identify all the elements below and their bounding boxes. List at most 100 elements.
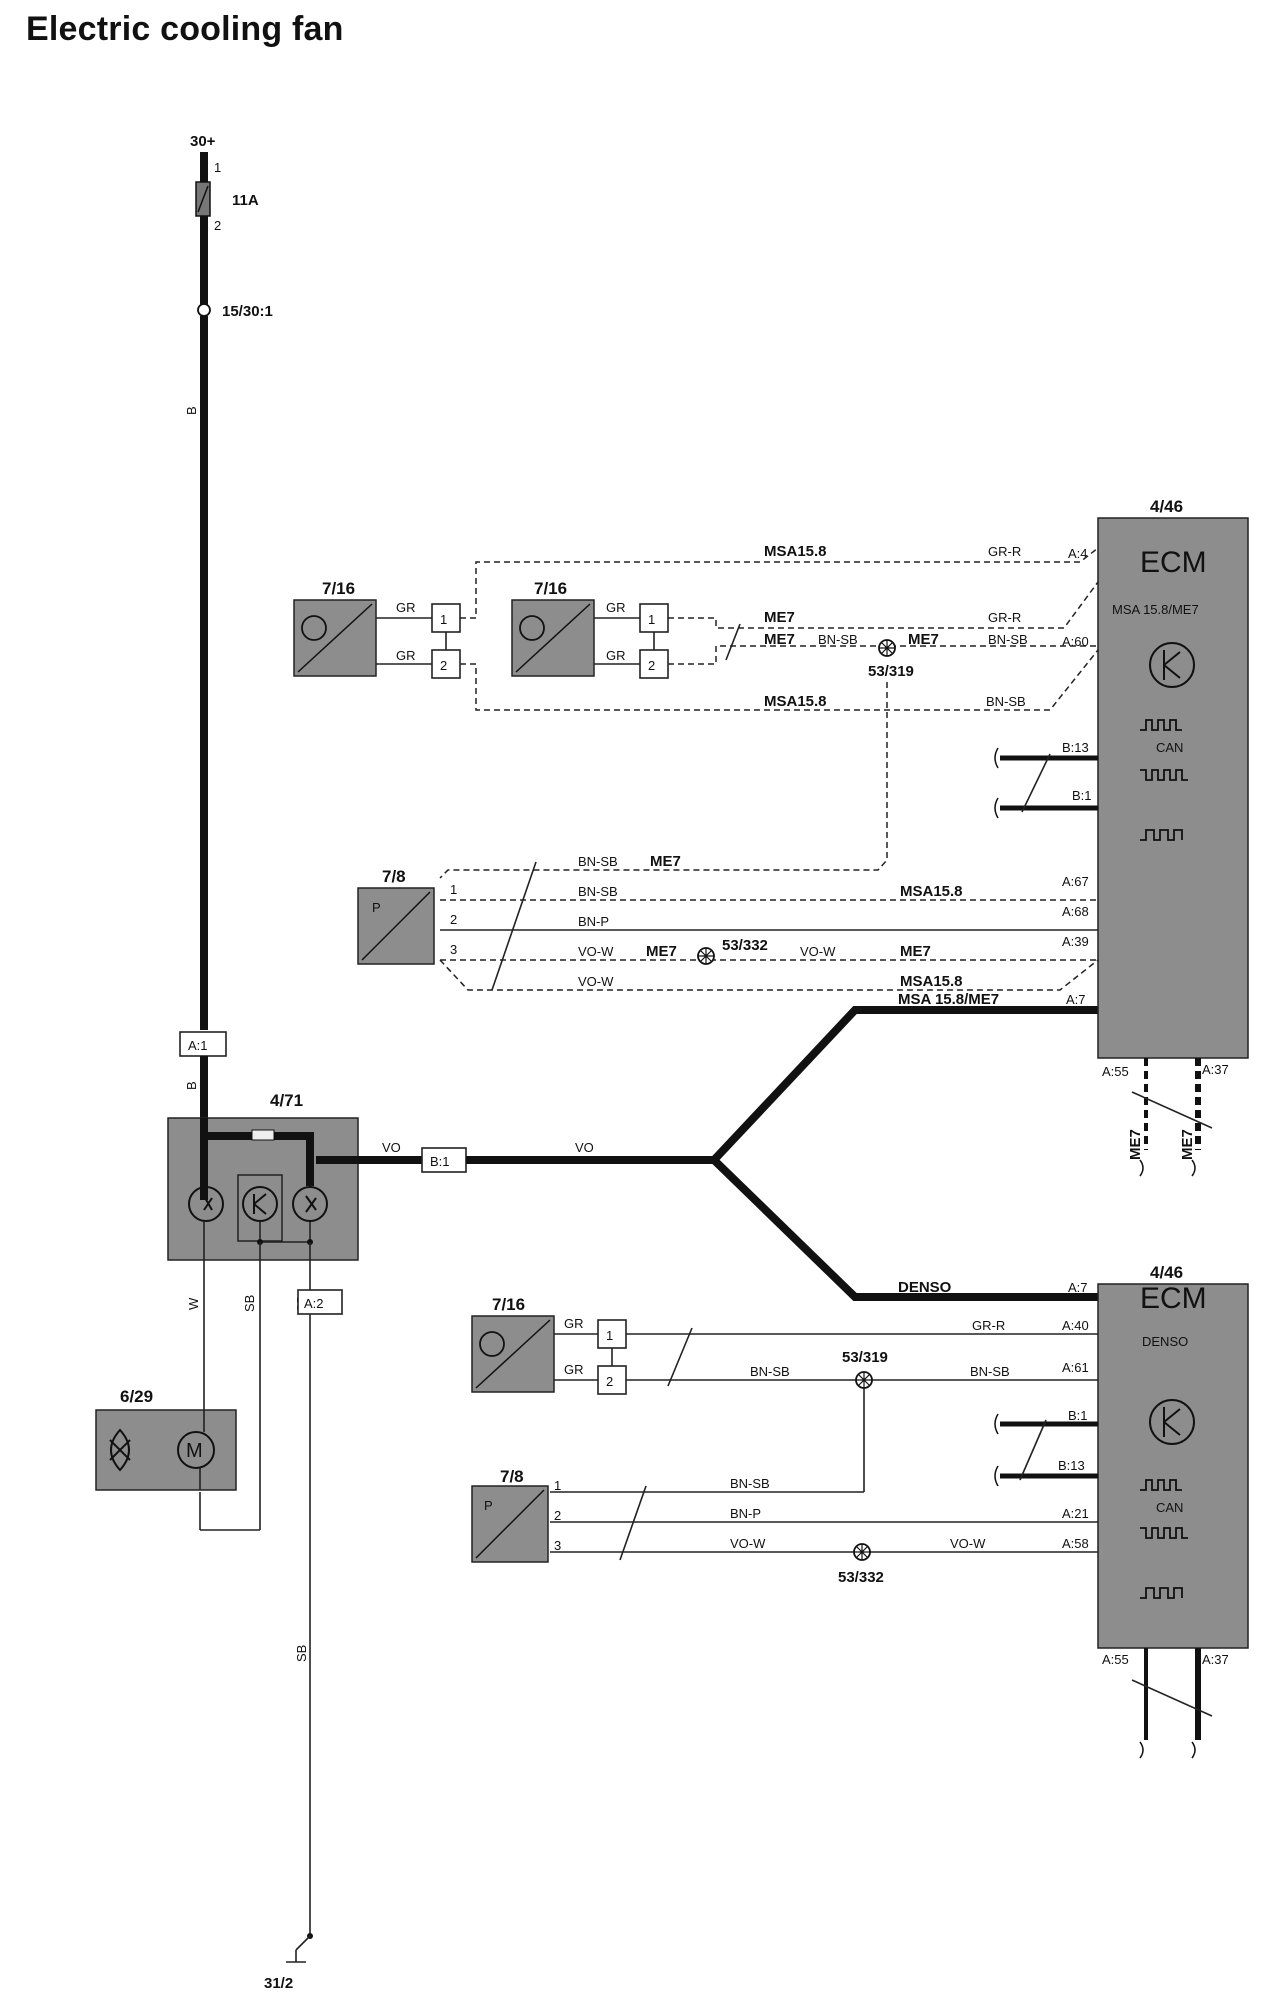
wire-vo2-label: VO bbox=[575, 1140, 594, 1155]
ecm-top-pin-0: A:4 bbox=[1068, 546, 1088, 561]
bottom-pressure-sensor: 7/8 P 1 2 3 BN-SB BN-P VO-W VO-W 53/332 bbox=[471, 1467, 1098, 1586]
top-p-vow-a: VO-W bbox=[578, 944, 614, 959]
motor-icon bbox=[177, 1431, 215, 1469]
ground-label: 31/2 bbox=[264, 1975, 293, 1992]
top-p-pin3: 3 bbox=[450, 942, 457, 957]
splice-15-30-label: 15/30:1 bbox=[222, 303, 273, 320]
ecm-bottom-variant: DENSO bbox=[1142, 1334, 1188, 1349]
connector-a1-label: A:1 bbox=[188, 1038, 208, 1053]
bottom-pressure-id: 7/8 bbox=[500, 1467, 524, 1486]
connector-a1 bbox=[179, 1031, 227, 1057]
top-p-msa-b: MSA15.8 bbox=[900, 973, 963, 990]
top-me7-c: ME7 bbox=[908, 631, 939, 648]
bottom-p-pin1: 1 bbox=[554, 1478, 561, 1493]
relay-label: 4/71 bbox=[270, 1091, 303, 1110]
ecm-top-pin-9: A:37 bbox=[1202, 1062, 1229, 1077]
transistor-3-icon bbox=[292, 1186, 328, 1222]
connector-a2 bbox=[297, 1289, 343, 1315]
bottom-p-splice: 53/332 bbox=[838, 1569, 884, 1586]
ecm-top-id: 4/46 bbox=[1150, 497, 1183, 516]
msa-me7-label: MSA 15.8/ME7 bbox=[898, 991, 999, 1008]
top-p-pin2: 2 bbox=[450, 912, 457, 927]
top-gr3: GR bbox=[606, 600, 626, 615]
top-temp-sensors: 7/16 GR GR 1 2 7/16 GR GR 1 2 MSA15.8 MS… bbox=[293, 543, 1099, 879]
ecm-top-processor-icon bbox=[1149, 642, 1195, 688]
bottom-pressure-p: P bbox=[484, 1498, 493, 1513]
top-grr-a: GR-R bbox=[988, 544, 1021, 559]
connector-a2-label: A:2 bbox=[304, 1296, 324, 1311]
top-pressure-id: 7/8 bbox=[382, 867, 406, 886]
bottom-pin2: 2 bbox=[606, 1374, 613, 1389]
vo-output: VO B:1 VO MSA 15.8/ME7 DENSO bbox=[358, 991, 1098, 1301]
power-feed: 30+ 1 2 11A 15/30:1 B A:1 B bbox=[179, 133, 273, 1118]
ecm-bottom-name: ECM bbox=[1140, 1282, 1207, 1315]
temp-sensor-icon bbox=[301, 615, 327, 641]
bottom-p-bnp: BN-P bbox=[730, 1506, 761, 1521]
bottom-p-vow-b: VO-W bbox=[950, 1536, 986, 1551]
diagram-title: Electric cooling fan bbox=[26, 10, 344, 48]
top-bnsb-b: BN-SB bbox=[988, 632, 1028, 647]
ecm-bottom: 4/46 ECM DENSO CAN A:7 A:40 A:61 B:1 B:1… bbox=[994, 1263, 1249, 1759]
ecm-top-pin-7: A:7 bbox=[1066, 992, 1086, 1007]
bottom-p-bnsb: BN-SB bbox=[730, 1476, 770, 1491]
connector-b1 bbox=[421, 1147, 467, 1173]
bottom-gr2: GR bbox=[564, 1362, 584, 1377]
ecm-top-pin-2: B:13 bbox=[1062, 740, 1089, 755]
connector-b1-label: B:1 bbox=[430, 1154, 450, 1169]
ecm-top-box bbox=[1097, 517, 1249, 1059]
supply-label: 30+ bbox=[190, 133, 216, 150]
ecm-bottom-pin-8: A:37 bbox=[1202, 1652, 1229, 1667]
top-pin4: 2 bbox=[648, 658, 655, 673]
top-p-splice: 53/332 bbox=[722, 937, 768, 954]
ecm-bottom-box bbox=[1097, 1283, 1249, 1649]
fan-control-module: 4/71 bbox=[167, 1091, 359, 1261]
wire-sb3-label: SB bbox=[294, 1645, 309, 1662]
ecm-top: 4/46 ECM MSA 15.8/ME7 CAN A:4 A:60 B:13 … bbox=[994, 497, 1249, 1177]
top-p-me7-c: ME7 bbox=[900, 943, 931, 960]
splice-15-30 bbox=[197, 303, 211, 317]
bottom-temp-sensor-icon bbox=[479, 1331, 505, 1357]
bottom-sensor-id: 7/16 bbox=[492, 1295, 525, 1314]
denso-label: DENSO bbox=[898, 1279, 952, 1296]
ecm-bottom-pin-2: A:61 bbox=[1062, 1360, 1089, 1375]
bottom-p-vow-a: VO-W bbox=[730, 1536, 766, 1551]
fuse-pin1: 1 bbox=[214, 160, 221, 175]
bottom-grr: GR-R bbox=[972, 1318, 1005, 1333]
ecm-bottom-pin-5: A:21 bbox=[1062, 1506, 1089, 1521]
top-gr1: GR bbox=[396, 600, 416, 615]
fuse-pin2: 2 bbox=[214, 218, 221, 233]
top-p-pin1: 1 bbox=[450, 882, 457, 897]
ecm-bottom-pin-6: A:58 bbox=[1062, 1536, 1089, 1551]
ecm-bottom-pin-1: A:40 bbox=[1062, 1318, 1089, 1333]
ecm-bottom-can: CAN bbox=[1156, 1500, 1183, 1515]
ecm-top-variant: MSA 15.8/ME7 bbox=[1112, 602, 1199, 617]
top-gr2: GR bbox=[396, 648, 416, 663]
bottom-gr1: GR bbox=[564, 1316, 584, 1331]
wire-sb1-label: SB bbox=[242, 1295, 257, 1312]
top-me7-b: ME7 bbox=[764, 631, 795, 648]
ecm-top-pin-8: A:55 bbox=[1102, 1064, 1129, 1079]
top-pin3: 1 bbox=[648, 612, 655, 627]
ecm-bottom-processor-icon bbox=[1149, 1399, 1195, 1445]
top-pin1: 1 bbox=[440, 612, 447, 627]
ecm-bottom-pin-4: B:13 bbox=[1058, 1458, 1085, 1473]
top-p-me7-a: ME7 bbox=[650, 853, 681, 870]
fan-label: 6/29 bbox=[120, 1387, 153, 1406]
ecm-top-pin-4: A:67 bbox=[1062, 874, 1089, 889]
ecm-top-pin-5: A:68 bbox=[1062, 904, 1089, 919]
top-p-bnp: BN-P bbox=[578, 914, 609, 929]
ecm-top-pin-6: A:39 bbox=[1062, 934, 1089, 949]
bottom-pin1: 1 bbox=[606, 1328, 613, 1343]
ecm-bottom-pin-0: A:7 bbox=[1068, 1280, 1088, 1295]
fan-motor: 6/29 M bbox=[95, 1387, 237, 1491]
wire-b-label: B bbox=[184, 406, 199, 415]
ecm-bottom-pin-7: A:55 bbox=[1102, 1652, 1129, 1667]
ecm-top-name: ECM bbox=[1140, 546, 1207, 579]
wire-w-label: W bbox=[186, 1297, 201, 1310]
bottom-temp-sensor: 7/16 GR GR 1 2 GR-R BN-SB BN-SB 53/319 bbox=[471, 1295, 1098, 1493]
top-p-bnsb-b: BN-SB bbox=[578, 884, 618, 899]
ecm-bottom-pin-3: B:1 bbox=[1068, 1408, 1088, 1423]
bottom-p-pin3: 3 bbox=[554, 1538, 561, 1553]
svg-text:M: M bbox=[186, 1440, 203, 1462]
